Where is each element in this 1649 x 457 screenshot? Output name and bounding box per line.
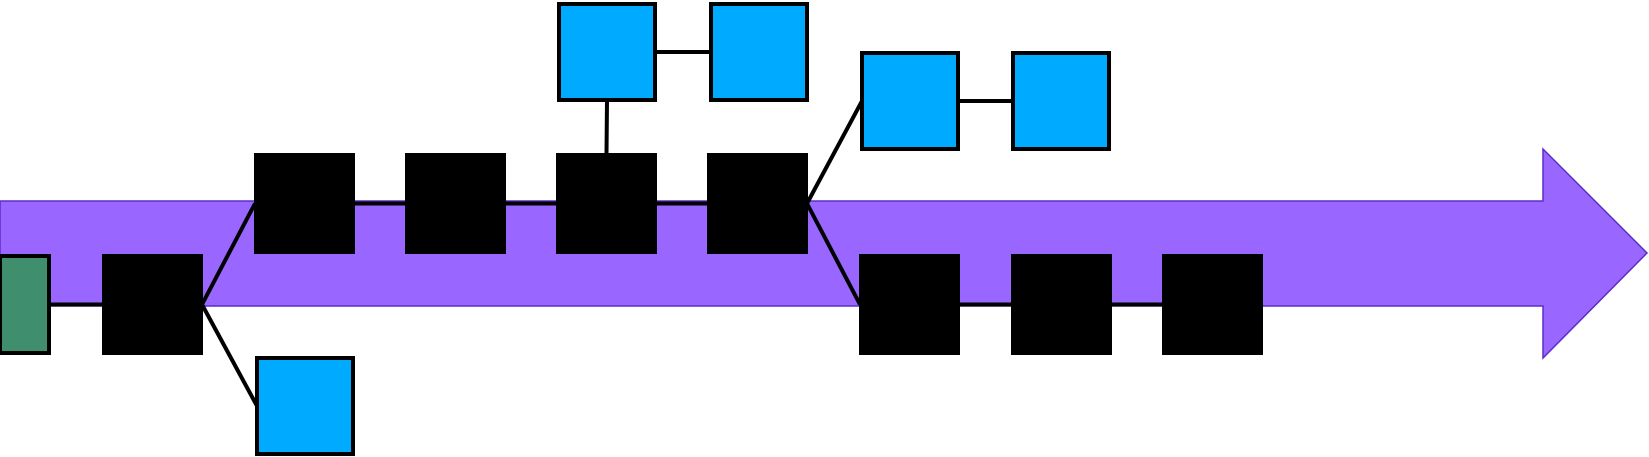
connector-n-black-1-to-n-black-2 — [200, 202, 257, 306]
blue-node-n-blue-1 — [255, 356, 355, 456]
timeline-arrow — [0, 147, 1649, 360]
green-node-n-green — [0, 254, 51, 355]
black-node-n-black-5 — [707, 153, 808, 254]
black-node-n-black-2 — [254, 153, 355, 254]
black-node-n-black-4 — [556, 153, 657, 254]
black-node-n-black-7 — [1011, 254, 1112, 355]
connector-n-black-5-to-n-blue-4 — [805, 100, 864, 205]
black-node-n-black-1 — [102, 254, 203, 355]
black-node-n-black-8 — [1162, 254, 1263, 355]
black-node-n-black-3 — [405, 153, 506, 254]
black-node-n-black-6 — [859, 254, 960, 355]
blue-node-n-blue-4 — [860, 51, 960, 151]
connector-n-black-1-to-n-blue-1 — [200, 303, 259, 407]
blue-node-n-blue-3 — [709, 2, 809, 102]
connector-n-black-4-to-n-blue-2 — [604, 99, 609, 155]
connector-n-black-5-to-n-black-6 — [805, 202, 862, 306]
blue-node-n-blue-5 — [1011, 51, 1111, 151]
blue-node-n-blue-2 — [557, 2, 657, 102]
